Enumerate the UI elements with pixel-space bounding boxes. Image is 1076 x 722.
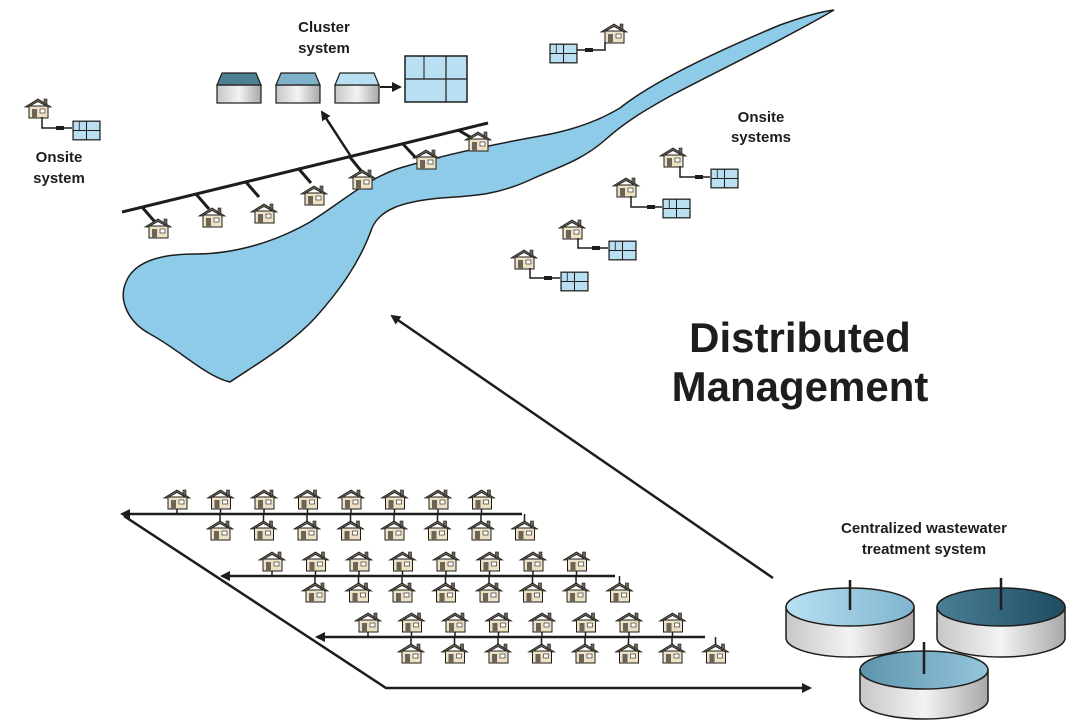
- house-icon: [344, 582, 373, 603]
- house-icon: [301, 582, 329, 603]
- house-icon: [354, 612, 382, 633]
- onsite-systems-right: [510, 147, 739, 292]
- house-icon: [424, 489, 452, 510]
- house-icon: [388, 582, 416, 603]
- house-icon: [467, 520, 495, 541]
- house-icon: [571, 612, 600, 633]
- house-icon: [206, 520, 234, 541]
- house-icon: [475, 582, 503, 603]
- house-icon: [614, 643, 643, 664]
- house-icon: [440, 643, 469, 664]
- cluster-label-line1: Cluster: [298, 19, 350, 36]
- house-icon: [510, 520, 539, 541]
- onsite-left-label-line2: system: [33, 170, 85, 187]
- house-icon: [206, 489, 235, 510]
- house-icon: [337, 489, 365, 510]
- cluster-treatment-units: [216, 55, 468, 104]
- house-icon: [467, 489, 496, 510]
- cluster-arrow: [320, 110, 352, 156]
- central-label-line2: treatment system: [862, 541, 986, 558]
- house-icon: [484, 612, 513, 633]
- house-icon: [293, 489, 322, 510]
- tank-light: [785, 580, 915, 658]
- house-icon: [658, 643, 686, 664]
- house-icon: [397, 612, 426, 633]
- house-icon: [605, 582, 634, 603]
- cluster-collector: [121, 121, 489, 223]
- house-icon: [336, 520, 365, 541]
- house-icon: [562, 551, 591, 572]
- onsite-left-label-line1: Onsite: [36, 149, 83, 166]
- title-line2: Management: [672, 363, 929, 410]
- house-icon: [432, 551, 460, 572]
- title-line1: Distributed: [689, 314, 911, 361]
- sewer-network: [120, 314, 812, 693]
- central-label-line1: Centralized wastewater: [841, 520, 1007, 537]
- house-icon: [388, 551, 417, 572]
- house-icon: [345, 551, 373, 572]
- house-icon: [571, 643, 599, 664]
- central-treatment-tanks: [785, 578, 1066, 720]
- onsite-right-label-line2: systems: [731, 129, 791, 146]
- house-icon: [441, 612, 469, 633]
- house-icon: [528, 612, 556, 633]
- house-icon: [615, 612, 643, 633]
- lake: [122, 9, 835, 383]
- house-icon: [293, 520, 321, 541]
- house-icon: [658, 612, 687, 633]
- onsite-system-left: [24, 98, 101, 141]
- tank-mid: [859, 642, 989, 720]
- house-icon: [431, 582, 460, 603]
- house-icon: [380, 489, 409, 510]
- tank-dark: [936, 578, 1066, 658]
- house-icon: [527, 643, 556, 664]
- house-icon: [380, 520, 408, 541]
- house-icon: [518, 582, 547, 603]
- house-icon: [397, 643, 425, 664]
- house-icon: [163, 489, 191, 510]
- house-icon: [562, 582, 590, 603]
- onsite-right-label-line1: Onsite: [738, 109, 785, 126]
- house-icon: [519, 551, 547, 572]
- house-icon: [423, 520, 452, 541]
- house-icon: [475, 551, 504, 572]
- cluster-label-line2: system: [298, 40, 350, 57]
- house-icon: [484, 643, 512, 664]
- house-icon: [301, 551, 330, 572]
- house-icon: [258, 551, 286, 572]
- house-icon: [701, 643, 730, 664]
- sewer-houses: [163, 489, 730, 664]
- house-icon: [249, 520, 278, 541]
- onsite-system-top: [549, 23, 628, 64]
- house-icon: [250, 489, 278, 510]
